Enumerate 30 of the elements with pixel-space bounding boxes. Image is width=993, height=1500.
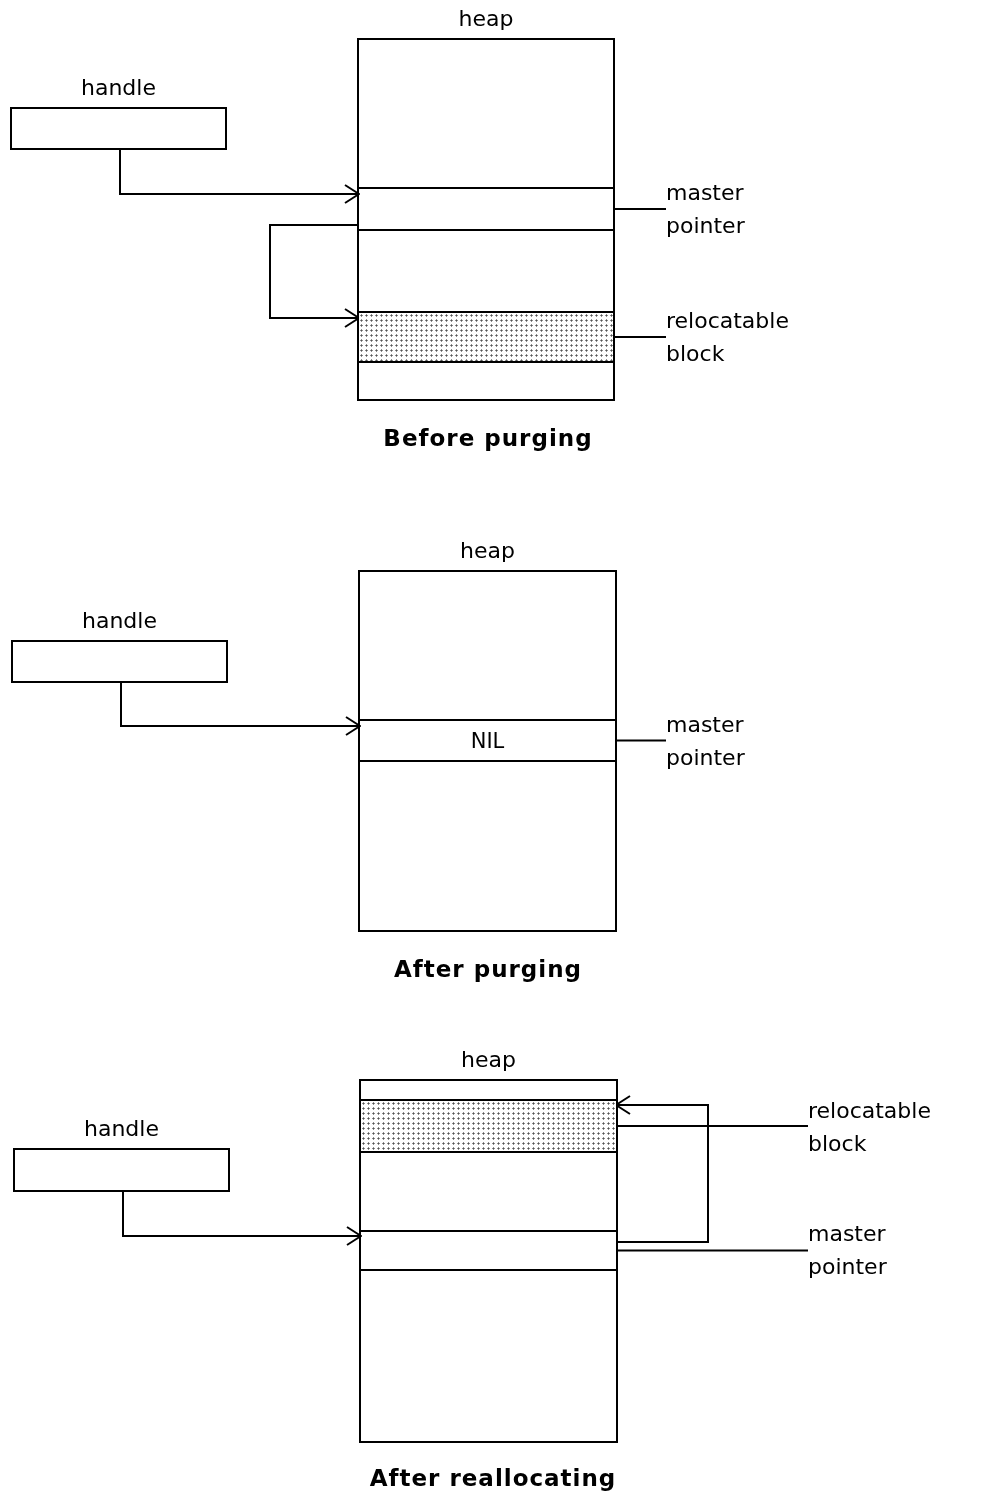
arrow — [120, 682, 361, 736]
box-heading: heap — [459, 538, 516, 563]
panel-caption: After reallocating — [368, 1465, 618, 1491]
slot-value: NIL — [470, 728, 505, 753]
leader-line — [612, 336, 667, 338]
master-pointer-slot — [360, 719, 615, 762]
box-heading: heap — [457, 6, 515, 31]
relocatable-block — [359, 311, 613, 363]
leader-line — [614, 739, 667, 742]
callout-label: master pointer — [666, 179, 746, 240]
panel-caption: Before purging — [382, 425, 594, 451]
box-heading: handle — [81, 608, 158, 633]
leader-line — [615, 1249, 809, 1252]
callout-label: relocatable block — [666, 307, 790, 368]
callout-label: relocatable block — [808, 1097, 932, 1158]
callout-label: master pointer — [808, 1220, 888, 1281]
box-heading: heap — [460, 1047, 517, 1072]
box-heading: handle — [80, 75, 157, 100]
leader-line — [612, 208, 667, 210]
callout-label: master pointer — [666, 711, 746, 772]
box-heading: handle — [83, 1116, 160, 1141]
master-pointer-slot — [361, 1230, 616, 1271]
leader-line — [615, 1125, 809, 1127]
panel-caption: After purging — [392, 956, 584, 982]
relocatable-block — [361, 1099, 616, 1153]
master-pointer-slot — [359, 187, 613, 231]
arrow — [119, 149, 360, 204]
arrow — [122, 1191, 362, 1246]
arrow — [269, 224, 360, 328]
arrow — [615, 1095, 709, 1243]
